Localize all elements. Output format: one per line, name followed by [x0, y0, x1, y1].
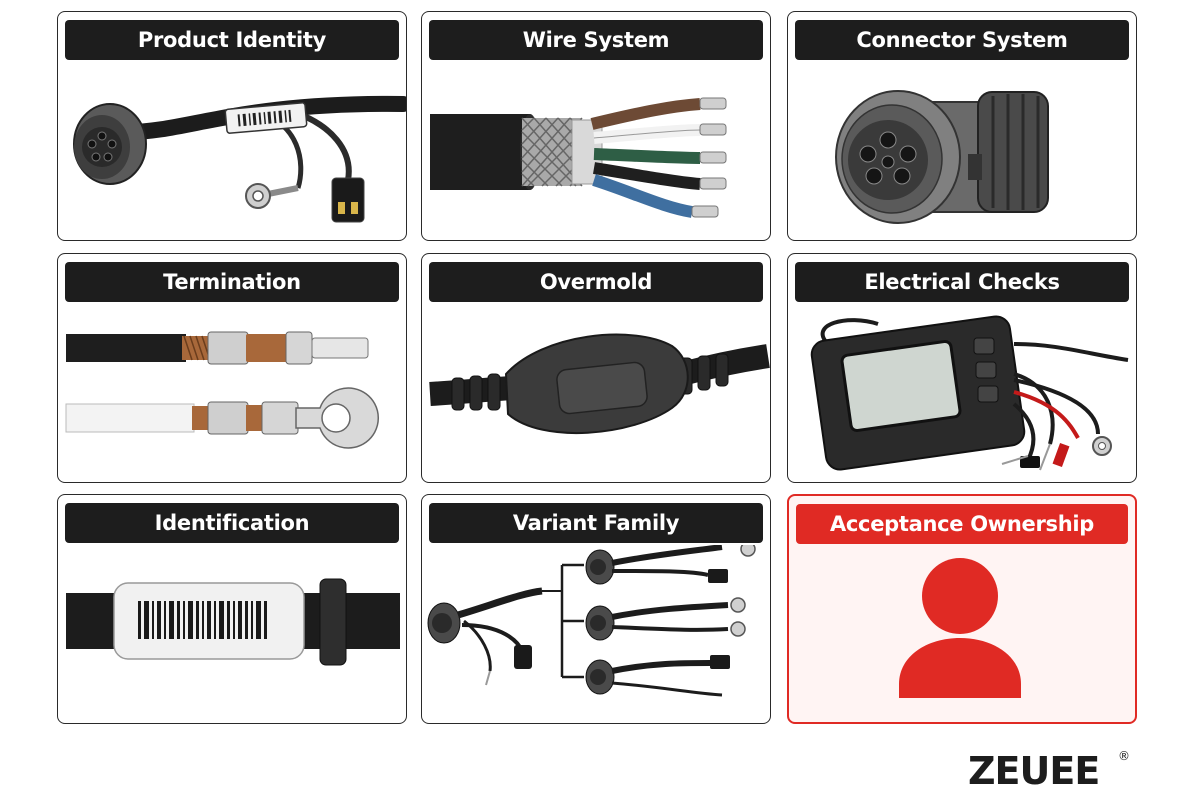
overmold-junction-icon: [429, 333, 770, 435]
card-title: Electrical Checks: [795, 262, 1129, 302]
card-wire-system: Wire System: [421, 11, 771, 241]
feature-grid: Product Identity: [57, 11, 1137, 724]
crimp-terminal-icon: [65, 331, 379, 449]
person-icon: [899, 558, 1021, 698]
barcode-label-icon: [66, 578, 400, 666]
circular-connector-icon: [835, 90, 1049, 224]
card-product-identity: Product Identity: [57, 11, 407, 241]
card-title: Product Identity: [65, 20, 399, 60]
logo-text: ZEUEE: [968, 749, 1099, 792]
card-title: Acceptance Ownership: [796, 504, 1128, 544]
shielded-cable-icon: [430, 97, 727, 218]
card-overmold: Overmold: [421, 253, 771, 483]
card-title: Overmold: [429, 262, 763, 302]
card-title: Variant Family: [429, 503, 763, 543]
card-variant-family: Variant Family: [421, 494, 771, 724]
variant-tree-icon: [427, 545, 756, 697]
card-title: Termination: [65, 262, 399, 302]
cable-tester-icon: [810, 315, 1129, 471]
card-electrical-checks: Electrical Checks: [787, 253, 1137, 483]
card-title: Connector System: [795, 20, 1129, 60]
card-identification: Identification: [57, 494, 407, 724]
card-termination: Termination: [57, 253, 407, 483]
card-acceptance-ownership: Acceptance Ownership: [787, 494, 1137, 724]
registered-mark: ®: [1118, 749, 1130, 763]
card-title: Identification: [65, 503, 399, 543]
card-title: Wire System: [429, 20, 763, 60]
brand-logo: ZEUEE ®: [968, 749, 1130, 792]
cable-assembly-icon: [73, 95, 406, 223]
card-connector-system: Connector System: [787, 11, 1137, 241]
